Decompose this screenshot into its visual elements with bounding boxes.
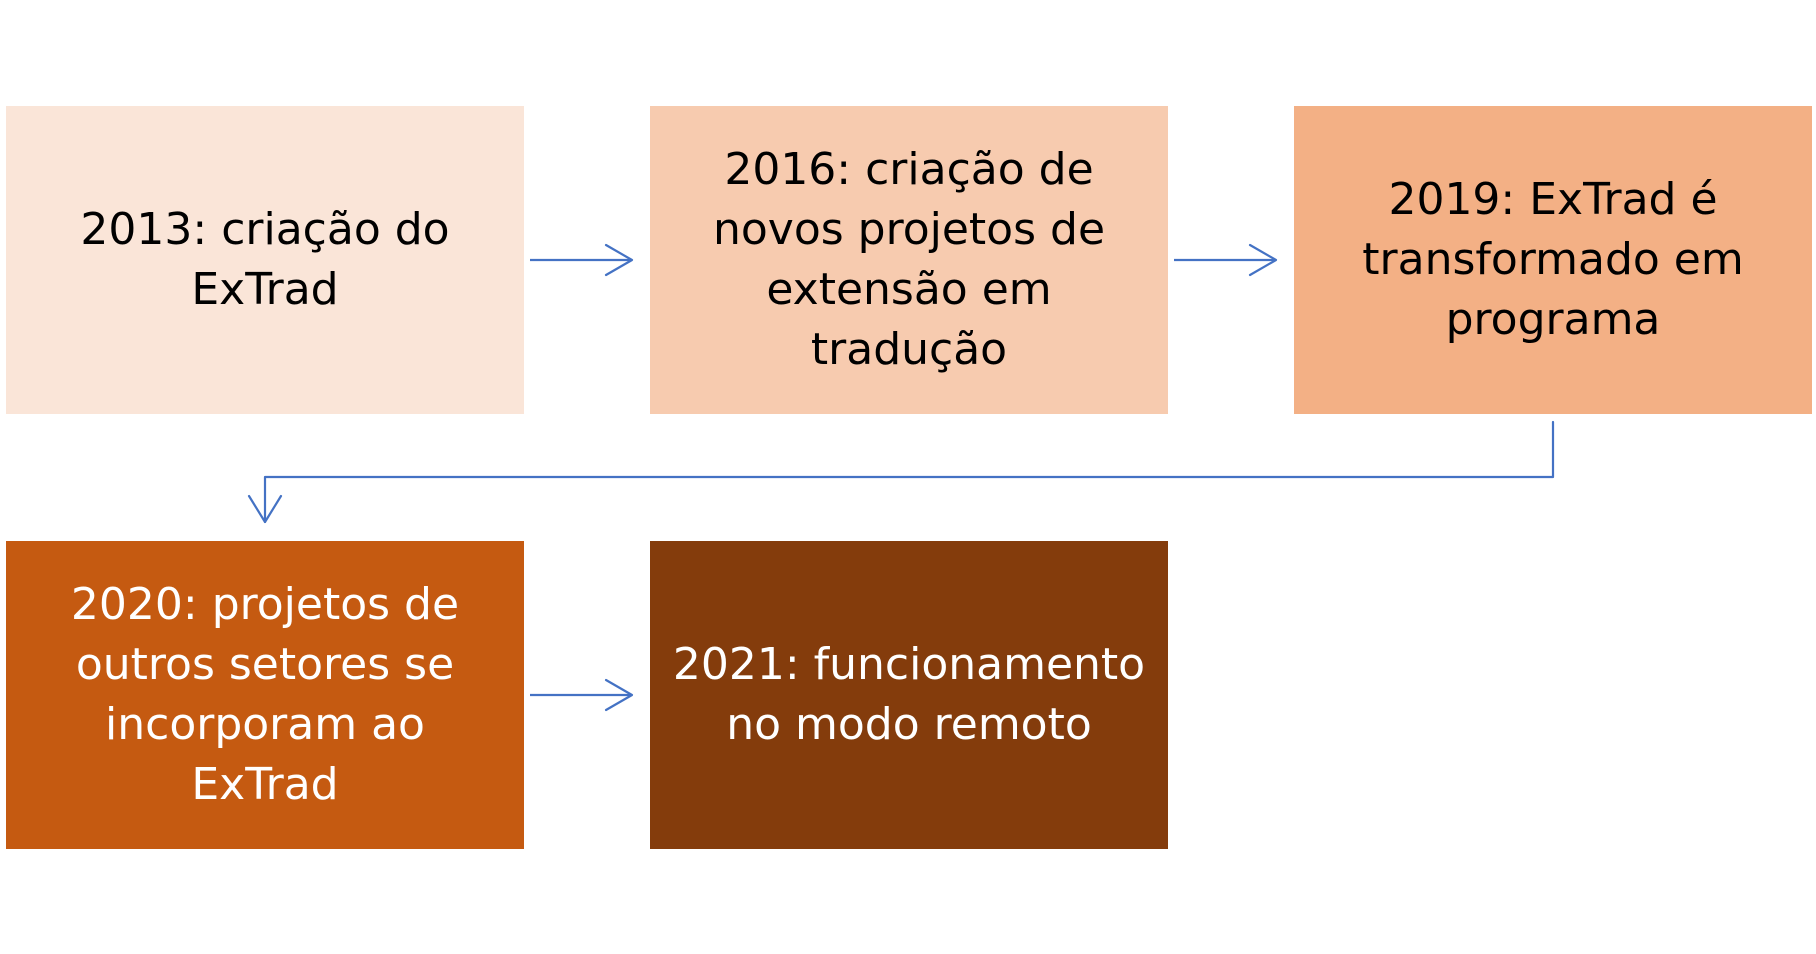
step-box-2019: 2019: ExTrad é transformado em programa	[1294, 106, 1812, 414]
step-label-2021: 2021: funcionamento no modo remoto	[672, 639, 1146, 750]
step-label-2019: 2019: ExTrad é transformado em programa	[1362, 174, 1744, 345]
connector-arrow-4-to-5	[530, 678, 634, 712]
step-label-2020: 2020: projetos de outros setores se inco…	[70, 579, 460, 810]
connector-arrow-1-to-2	[530, 243, 634, 277]
connector-arrow-3-to-4	[247, 420, 1555, 524]
step-box-2013: 2013: criação do ExTrad	[6, 106, 524, 414]
step-box-2016: 2016: criação de novos projetos de exten…	[650, 106, 1168, 414]
step-box-2020: 2020: projetos de outros setores se inco…	[6, 541, 524, 849]
step-label-2016: 2016: criação de novos projetos de exten…	[712, 144, 1106, 375]
step-label-2013: 2013: criação do ExTrad	[80, 204, 450, 315]
step-box-2021: 2021: funcionamento no modo remoto	[650, 541, 1168, 849]
connector-arrow-2-to-3	[1174, 243, 1278, 277]
